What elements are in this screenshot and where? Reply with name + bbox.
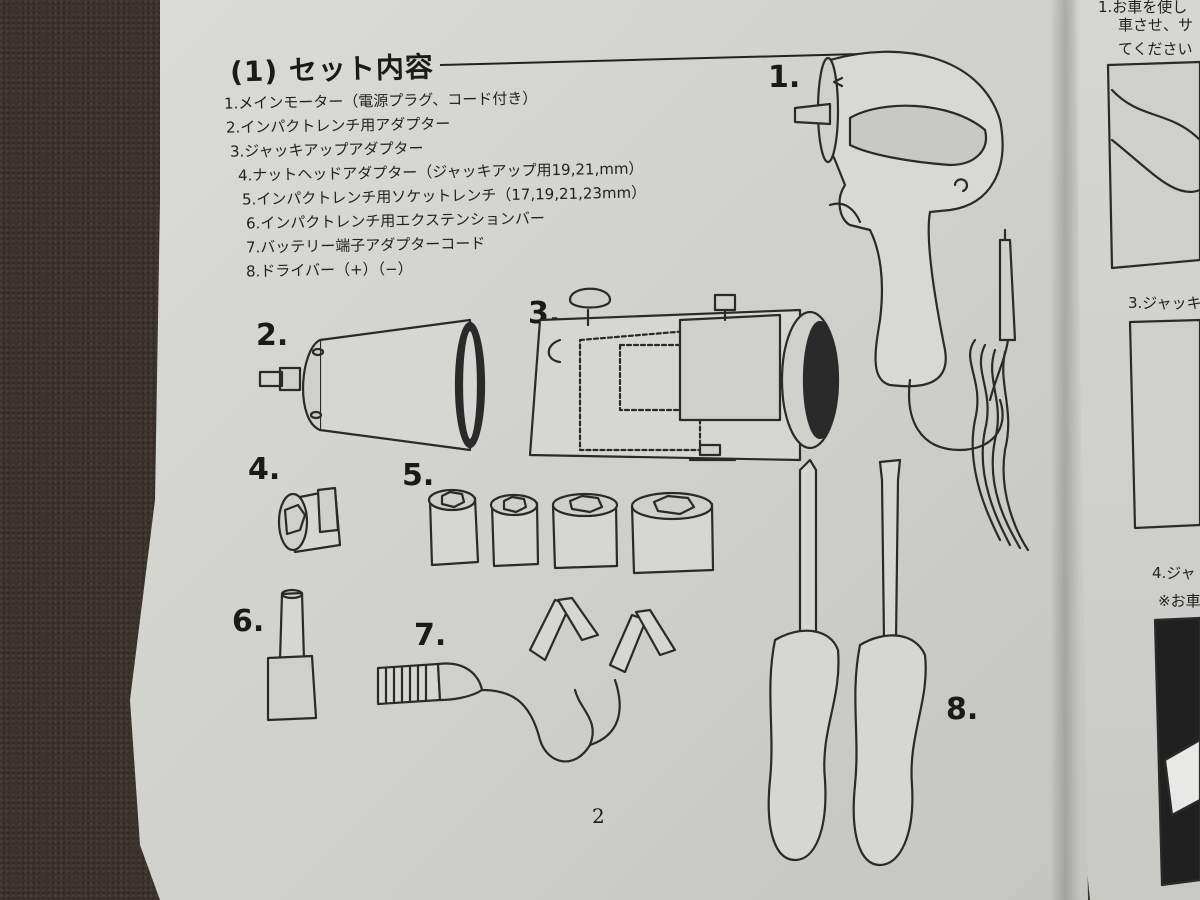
figure-number-2: 2.: [256, 318, 289, 353]
figure-number-1: 1.: [768, 60, 801, 95]
main-motor-illustration: [793, 50, 1030, 552]
figure-number-8: 8.: [946, 692, 979, 727]
page-fold-shadow: [1050, 0, 1080, 900]
extension-bar-illustration: [266, 588, 318, 722]
right-page-illustrations: [1106, 60, 1200, 887]
figure-number-4: 4.: [248, 452, 281, 487]
right-page-line-4: 3.ジャッキ: [1128, 294, 1200, 312]
screwdriver-set-illustration: [767, 458, 927, 867]
right-page-line-5: 4.ジャ: [1152, 564, 1196, 582]
figure-number-6: 6.: [232, 604, 265, 639]
right-page-line-2: 車させ、サ: [1118, 16, 1194, 34]
right-page-line-6: ※お車: [1158, 592, 1200, 610]
nut-head-adapter-illustration: [277, 486, 342, 554]
battery-terminal-cord-illustration: [376, 596, 677, 763]
right-page-line-3: てください: [1118, 40, 1193, 58]
figure-number-7: 7.: [414, 618, 447, 653]
figure-number-5: 5.: [402, 458, 435, 493]
right-page-line-1: 1.お車を使し: [1098, 0, 1188, 16]
page-number: 2: [592, 804, 605, 828]
jackup-adapter-illustration: [528, 287, 840, 462]
socket-wrench-set-illustration: [427, 488, 715, 575]
impact-wrench-adapter-illustration: [258, 318, 486, 452]
